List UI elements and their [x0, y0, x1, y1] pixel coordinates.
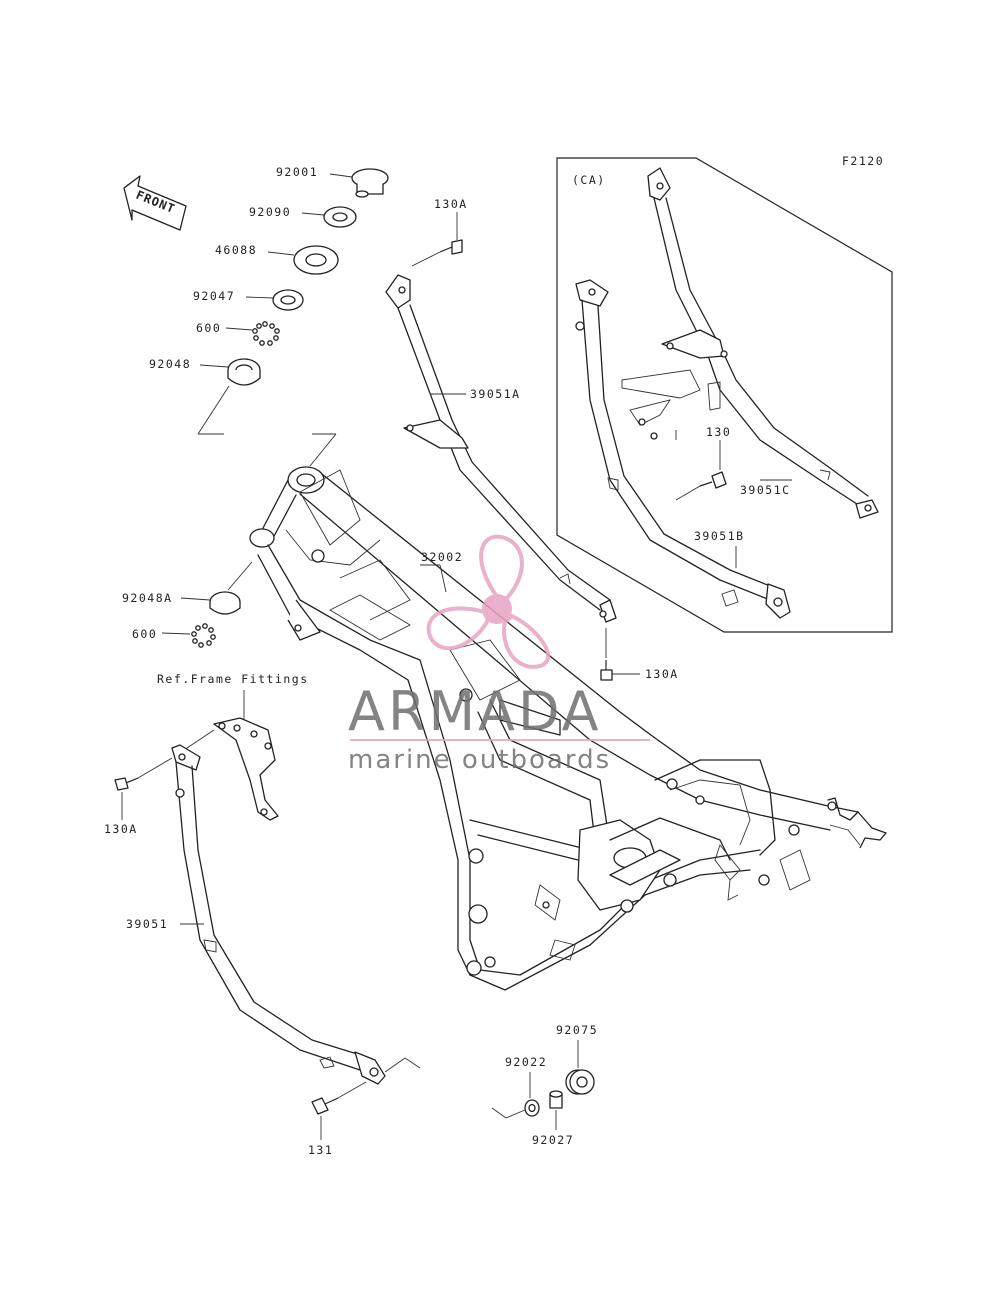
part-92075-bushing — [565, 1069, 595, 1095]
label-46088: 46088 — [215, 243, 257, 257]
ca-inset-box: (CA) 39051C — [556, 157, 893, 633]
part-92022-washer — [524, 1099, 540, 1117]
label-92047: 92047 — [193, 289, 235, 303]
label-92022: 92022 — [505, 1055, 547, 1069]
label-92075: 92075 — [556, 1023, 598, 1037]
part-92048A-bearing — [209, 591, 241, 615]
label-130A-right: 130A — [645, 667, 679, 681]
part-32002-main-frame — [249, 466, 887, 991]
ref-frame-fitting-bracket — [213, 717, 279, 821]
label-600-lower: 600 — [132, 627, 157, 641]
label-92048: 92048 — [149, 357, 191, 371]
part-39051-frame-tube — [171, 744, 386, 1085]
part-130A-left-bolt — [114, 777, 139, 791]
part-92090-washer — [323, 206, 357, 228]
part-600-ball-ring — [252, 321, 280, 346]
diagram-code: F2120 — [842, 154, 884, 168]
part-600-lower-ball-ring — [191, 623, 216, 648]
part-92047-race — [272, 289, 304, 311]
part-92048-bearing — [227, 358, 261, 386]
part-46088-nut — [293, 245, 339, 275]
part-39051A-frame-tube — [385, 274, 617, 623]
watermark-subtitle: marine outboards — [348, 745, 611, 775]
watermark-title: ARMADA — [348, 680, 602, 743]
label-92027: 92027 — [532, 1133, 574, 1147]
label-92001: 92001 — [276, 165, 318, 179]
label-32002: 32002 — [421, 550, 463, 564]
inset-label: (CA) — [572, 173, 606, 187]
label-92048A: 92048A — [122, 591, 173, 605]
label-131: 131 — [308, 1143, 333, 1157]
label-600-top: 600 — [196, 321, 221, 335]
front-arrow-icon: FRONT — [123, 175, 187, 231]
part-39051B-frame-tube — [575, 279, 791, 619]
ref-frame-label: Ref.Frame Fittings — [157, 672, 309, 686]
part-92001-bolt — [351, 168, 389, 198]
label-130: 130 — [706, 425, 731, 439]
label-130A-left: 130A — [104, 822, 138, 836]
armada-watermark: ARMADA marine outboards — [348, 534, 650, 775]
label-39051: 39051 — [126, 917, 168, 931]
label-130A-top: 130A — [434, 197, 468, 211]
part-130A-top-bolt — [439, 239, 463, 255]
part-92027-collar — [549, 1090, 563, 1109]
part-131-bolt — [311, 1097, 339, 1115]
label-39051B: 39051B — [694, 529, 745, 543]
part-39051C-frame-tube — [647, 167, 879, 519]
label-92090: 92090 — [249, 205, 291, 219]
propeller-logo-icon — [426, 534, 551, 669]
part-130A-right-bolt — [600, 660, 613, 681]
label-39051A: 39051A — [470, 387, 521, 401]
part-130-bolt — [699, 471, 727, 489]
label-39051C: 39051C — [740, 483, 791, 497]
